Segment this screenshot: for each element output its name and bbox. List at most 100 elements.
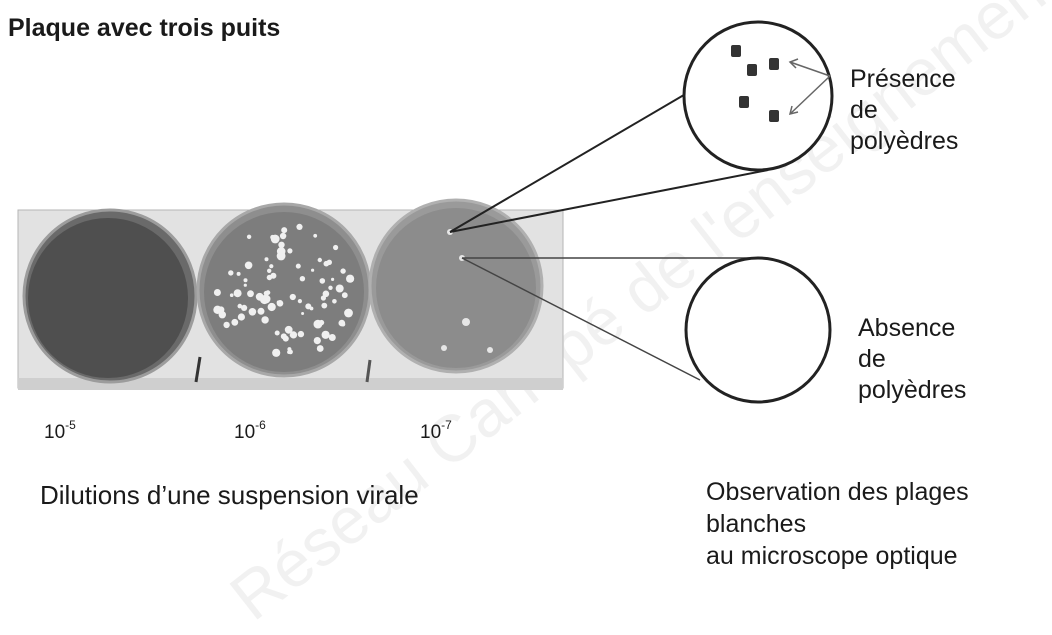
plaque — [280, 233, 286, 239]
plaque — [267, 269, 271, 273]
plaque — [340, 268, 345, 273]
plaque — [298, 331, 304, 337]
plaque — [277, 247, 286, 256]
polyhedron — [739, 96, 749, 108]
plaque — [339, 287, 343, 291]
observation-caption: Observation des plages blanches au micro… — [706, 476, 969, 572]
plaque — [275, 331, 280, 336]
plaque — [241, 305, 247, 311]
magnified-view-absence — [686, 258, 830, 402]
plaque — [223, 322, 229, 328]
presence-label-line: de — [850, 95, 958, 126]
plaque — [462, 318, 470, 326]
presence-label-line: Présence — [850, 64, 958, 95]
well-3-lawn — [376, 208, 536, 368]
absence-label-line: Absence — [858, 313, 966, 344]
plaque — [245, 262, 253, 270]
observation-caption-line: blanches — [706, 508, 969, 540]
magnified-view-presence — [684, 22, 832, 170]
plaque — [272, 349, 280, 357]
plaque — [228, 270, 233, 275]
plaque — [314, 337, 321, 344]
plaque — [341, 322, 345, 326]
plaque — [249, 308, 257, 316]
plaque — [300, 276, 305, 281]
plaque — [333, 245, 338, 250]
plaque — [313, 234, 317, 238]
plaque — [214, 289, 221, 296]
plaque — [290, 294, 296, 300]
plaque — [281, 333, 287, 339]
plaque — [285, 326, 293, 334]
plaque — [244, 278, 248, 282]
plaque — [323, 291, 330, 298]
plaque — [342, 292, 348, 298]
plaque — [319, 320, 324, 325]
polyhedron — [731, 45, 741, 57]
plaque — [332, 299, 337, 304]
plaque — [277, 301, 280, 304]
dilution-label-2: 10-6 — [234, 418, 266, 444]
plaque — [328, 286, 332, 290]
plaque — [346, 275, 354, 283]
plaque — [320, 278, 326, 284]
plaque — [287, 248, 292, 253]
plaque — [296, 224, 302, 230]
plaque — [268, 303, 276, 311]
observation-caption-line: au microscope optique — [706, 540, 969, 572]
plaque — [265, 257, 269, 261]
plaque — [247, 290, 254, 297]
absence-label-line: de — [858, 344, 966, 375]
plaque — [231, 319, 238, 326]
plaque — [288, 350, 293, 355]
presence-label: Présence de polyèdres — [850, 64, 958, 157]
plaque — [247, 235, 251, 239]
plaque — [238, 313, 245, 320]
plaque — [321, 303, 327, 309]
plaque — [290, 334, 293, 337]
plaque — [234, 289, 242, 297]
plaque — [311, 269, 314, 272]
plaque — [322, 331, 330, 339]
polyhedron — [769, 58, 779, 70]
dilution-label-1: 10-5 — [44, 418, 76, 444]
plaque — [487, 347, 493, 353]
plaque — [331, 278, 334, 281]
plaque — [219, 311, 226, 318]
plaque — [441, 345, 447, 351]
zoom-line — [450, 82, 706, 232]
absence-label-line: polyèdres — [858, 375, 966, 406]
plaque — [329, 334, 336, 341]
plaque — [298, 299, 302, 303]
plaque — [262, 295, 271, 304]
zoom-line — [450, 170, 768, 232]
plaque — [278, 242, 284, 248]
polyhedron — [769, 110, 779, 122]
observation-caption-line: Observation des plages — [706, 476, 969, 508]
plaque — [269, 264, 273, 268]
page-title: Plaque avec trois puits — [8, 14, 280, 43]
dilutions-caption: Dilutions d’une suspension virale — [40, 480, 419, 511]
plaque — [230, 293, 234, 297]
plaque — [296, 264, 301, 269]
plaque — [281, 227, 287, 233]
plaque — [267, 275, 272, 280]
plaque — [244, 284, 247, 287]
plaque — [261, 316, 268, 323]
plaque — [271, 235, 280, 244]
well-1 — [24, 210, 196, 382]
plaque — [237, 272, 241, 276]
plaque — [317, 345, 324, 352]
plaque — [344, 309, 353, 318]
polyhedron — [747, 64, 757, 76]
plaque — [310, 307, 314, 311]
plaque — [301, 312, 304, 315]
absence-label: Absence de polyèdres — [858, 313, 966, 406]
plaque — [258, 308, 265, 315]
dilution-label-3: 10-7 — [420, 418, 452, 444]
well-2 — [198, 204, 370, 376]
well-1-lawn — [28, 218, 188, 378]
plaque — [327, 260, 332, 265]
presence-label-line: polyèdres — [850, 126, 958, 157]
plaque — [318, 258, 322, 262]
